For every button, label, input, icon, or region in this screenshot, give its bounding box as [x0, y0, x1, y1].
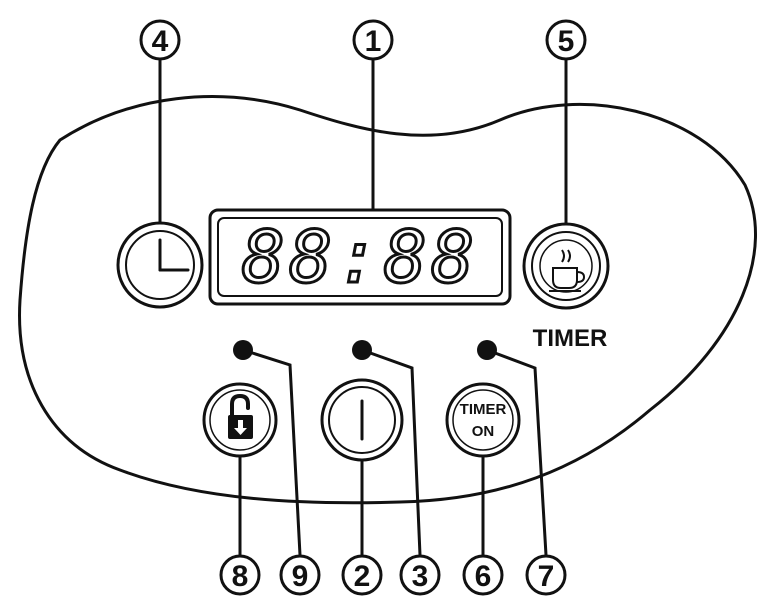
- svg-text:8: 8: [232, 560, 249, 593]
- digital-display: 88:88: [208, 208, 512, 306]
- leader-7: [485, 348, 548, 557]
- display-readout: 88:88: [242, 215, 479, 299]
- callout-7: 7: [525, 554, 567, 596]
- unlock-padlock-icon: [228, 393, 253, 439]
- svg-text:1: 1: [365, 25, 382, 58]
- svg-text:4: 4: [152, 25, 169, 58]
- callout-5: 5: [545, 19, 587, 61]
- svg-text:6: 6: [475, 560, 492, 593]
- coffee-cup-icon: [549, 249, 586, 292]
- timer-caption: TIMER: [533, 325, 608, 352]
- lock-button[interactable]: [202, 382, 278, 458]
- led-indicator-7: [477, 340, 497, 360]
- svg-text:2: 2: [354, 560, 371, 593]
- power-button[interactable]: [320, 378, 404, 462]
- leader-lines: [158, 58, 568, 557]
- callout-8: 8: [219, 554, 261, 596]
- callout-3: 3: [399, 554, 441, 596]
- timer-on-label-line1: TIMER: [460, 401, 507, 418]
- clock-button[interactable]: [116, 221, 204, 309]
- leader-3: [360, 348, 422, 557]
- svg-text:7: 7: [538, 560, 555, 593]
- callout-6: 6: [462, 554, 504, 596]
- callout-2: 2: [341, 554, 383, 596]
- svg-text:3: 3: [412, 560, 429, 593]
- clock-icon: [158, 238, 190, 272]
- callout-1: 1: [352, 19, 394, 61]
- svg-text:9: 9: [292, 560, 309, 593]
- leader-9: [241, 348, 302, 557]
- timer-on-button[interactable]: TIMER ON: [445, 382, 521, 458]
- callout-4: 4: [139, 19, 181, 61]
- timer-on-label-line2: ON: [472, 423, 495, 440]
- led-indicator-9: [233, 340, 253, 360]
- led-indicator-3: [352, 340, 372, 360]
- svg-text:5: 5: [558, 25, 575, 58]
- coffee-timer-button[interactable]: [522, 222, 610, 310]
- callout-9: 9: [279, 554, 321, 596]
- panel-outline: [18, 95, 758, 505]
